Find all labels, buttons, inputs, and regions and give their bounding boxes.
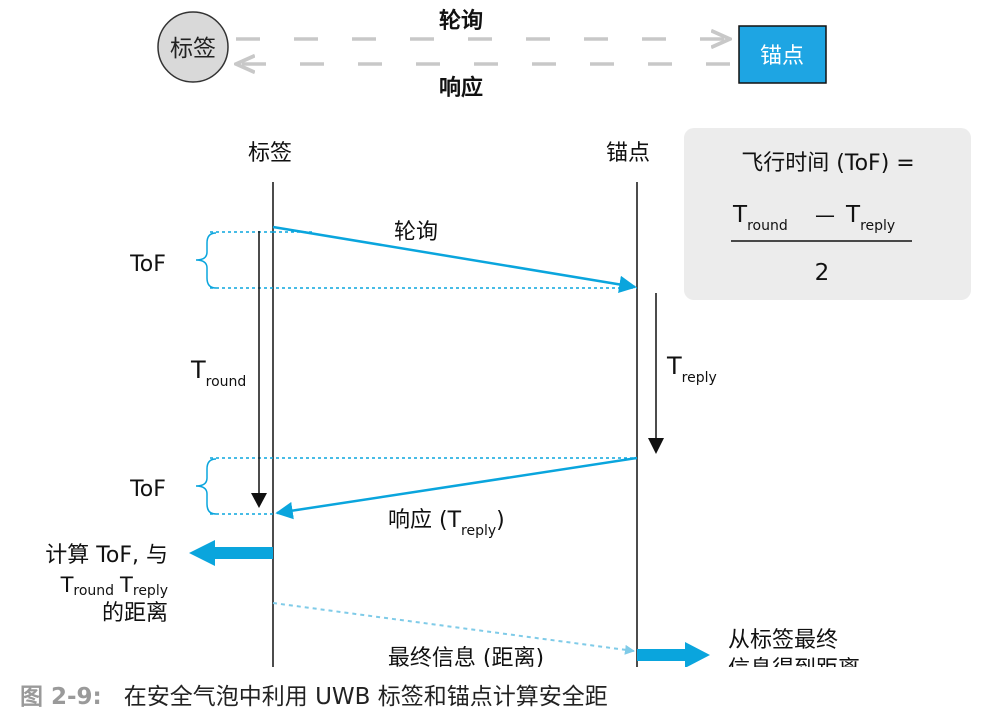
anchor-result-arrow-head — [685, 642, 710, 668]
top-response-label: 响应 — [439, 75, 483, 101]
compute-arrow-shaft — [211, 547, 273, 559]
figure-caption-text: 在安全气泡中利用 UWB 标签和锚点计算安全距 — [123, 684, 608, 710]
response-message-label: 响应 (Treply) — [388, 508, 505, 539]
tof-top-bracket — [195, 232, 217, 289]
compute-label-line3: 的距离 — [102, 601, 168, 626]
poll-message-label: 轮询 — [394, 220, 438, 245]
anchor-result-line1: 从标签最终 — [728, 628, 838, 653]
compute-arrow-head — [189, 540, 215, 566]
top-schematic: 标签 轮询 响应 锚点 — [157, 8, 827, 101]
final-message-label: 最终信息 (距离) — [388, 646, 544, 671]
crop-band — [0, 667, 988, 720]
formula-t-reply: Treply — [845, 202, 895, 234]
formula-box: 飞行时间 (ToF) = Tround — Treply 2 — [684, 128, 971, 300]
anchor-box — [738, 25, 827, 84]
t-round-label: Tround — [190, 356, 246, 390]
response-message-arrow — [275, 456, 638, 520]
poll-message-arrow — [272, 225, 637, 294]
anchor-result-arrow-shaft — [637, 649, 687, 661]
t-round-arrow-head — [251, 493, 267, 508]
tof-bottom-bracket — [195, 458, 217, 515]
formula-t-round: Tround — [732, 202, 788, 234]
formula-denominator: 2 — [815, 260, 830, 286]
formula-background — [684, 128, 971, 300]
anchor-box-label: 锚点 — [760, 44, 804, 69]
figure-number: 图 2-9: — [20, 684, 102, 710]
anchor-lifeline-header: 锚点 — [606, 141, 650, 166]
t-reply-label: Treply — [666, 352, 717, 386]
tof-top-label: ToF — [129, 252, 166, 277]
top-poll-label: 轮询 — [439, 8, 483, 34]
t-reply-arrow-head — [648, 438, 664, 454]
tag-circle-label: 标签 — [170, 36, 216, 62]
tag-circle — [157, 11, 229, 83]
tag-lifeline-header: 标签 — [248, 141, 292, 166]
tof-bottom-label: ToF — [129, 477, 166, 502]
final-message-arrow — [272, 602, 635, 655]
formula-title: 飞行时间 (ToF) = — [741, 151, 914, 176]
compute-label-line1: 计算 ToF, 与 — [45, 543, 168, 568]
formula-minus: — — [815, 203, 835, 227]
figure-caption: 图 2-9: 在安全气泡中利用 UWB 标签和锚点计算安全距 — [20, 680, 608, 714]
